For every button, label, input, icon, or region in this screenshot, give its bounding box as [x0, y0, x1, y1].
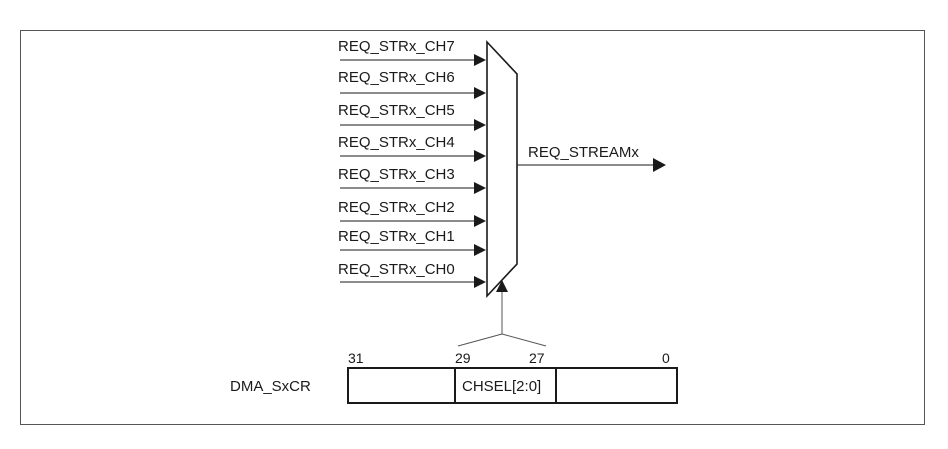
arrow-head-icon — [474, 276, 486, 288]
bit-label-27: 27 — [529, 350, 545, 366]
chsel-field-label: CHSEL[2:0] — [462, 378, 541, 395]
input-ch5: REQ_STRx_CH5 — [338, 102, 486, 131]
input-ch0: REQ_STRx_CH0 — [338, 261, 486, 288]
bit-label-0: 0 — [662, 350, 670, 366]
input-channels: REQ_STRx_CH7 REQ_STRx_CH6 REQ_STRx_CH5 R… — [338, 38, 486, 288]
diagram-frame — [20, 30, 925, 425]
input-ch4: REQ_STRx_CH4 — [338, 134, 486, 162]
arrow-head-icon — [474, 150, 486, 162]
register-box — [347, 367, 678, 404]
register-name: DMA_SxCR — [230, 378, 311, 395]
arrow-head-icon — [474, 215, 486, 227]
arrow-head-icon — [474, 54, 486, 66]
select-branch-left — [457, 333, 503, 347]
input-label: REQ_STRx_CH5 — [338, 102, 455, 119]
input-ch7: REQ_STRx_CH7 — [338, 38, 486, 66]
select-branch-right — [501, 333, 547, 347]
bit-label-31: 31 — [348, 350, 364, 366]
input-label: REQ_STRx_CH2 — [338, 199, 455, 216]
input-ch3: REQ_STRx_CH3 — [338, 166, 486, 194]
input-label: REQ_STRx_CH7 — [338, 38, 455, 55]
arrow-head-icon — [474, 87, 486, 99]
output: REQ_STREAMx — [517, 144, 666, 172]
register: DMA_SxCR 31 29 27 0 CHSEL[2:0] — [230, 350, 678, 404]
input-label: REQ_STRx_CH3 — [338, 166, 455, 183]
input-label: REQ_STRx_CH1 — [338, 228, 455, 245]
arrow-head-icon — [474, 244, 486, 256]
arrow-head-icon — [474, 119, 486, 131]
input-label: REQ_STRx_CH0 — [338, 261, 455, 278]
arrow-up-icon — [496, 280, 508, 292]
input-label: REQ_STRx_CH6 — [338, 69, 455, 86]
bit-label-29: 29 — [455, 350, 471, 366]
input-ch1: REQ_STRx_CH1 — [338, 228, 486, 256]
input-label: REQ_STRx_CH4 — [338, 134, 455, 151]
input-ch2: REQ_STRx_CH2 — [338, 199, 486, 227]
input-ch6: REQ_STRx_CH6 — [338, 69, 486, 99]
multiplexer — [486, 39, 518, 299]
arrow-head-icon — [474, 182, 486, 194]
select-signal — [457, 280, 547, 347]
output-label: REQ_STREAMx — [528, 144, 639, 161]
arrow-head-icon — [653, 158, 666, 172]
